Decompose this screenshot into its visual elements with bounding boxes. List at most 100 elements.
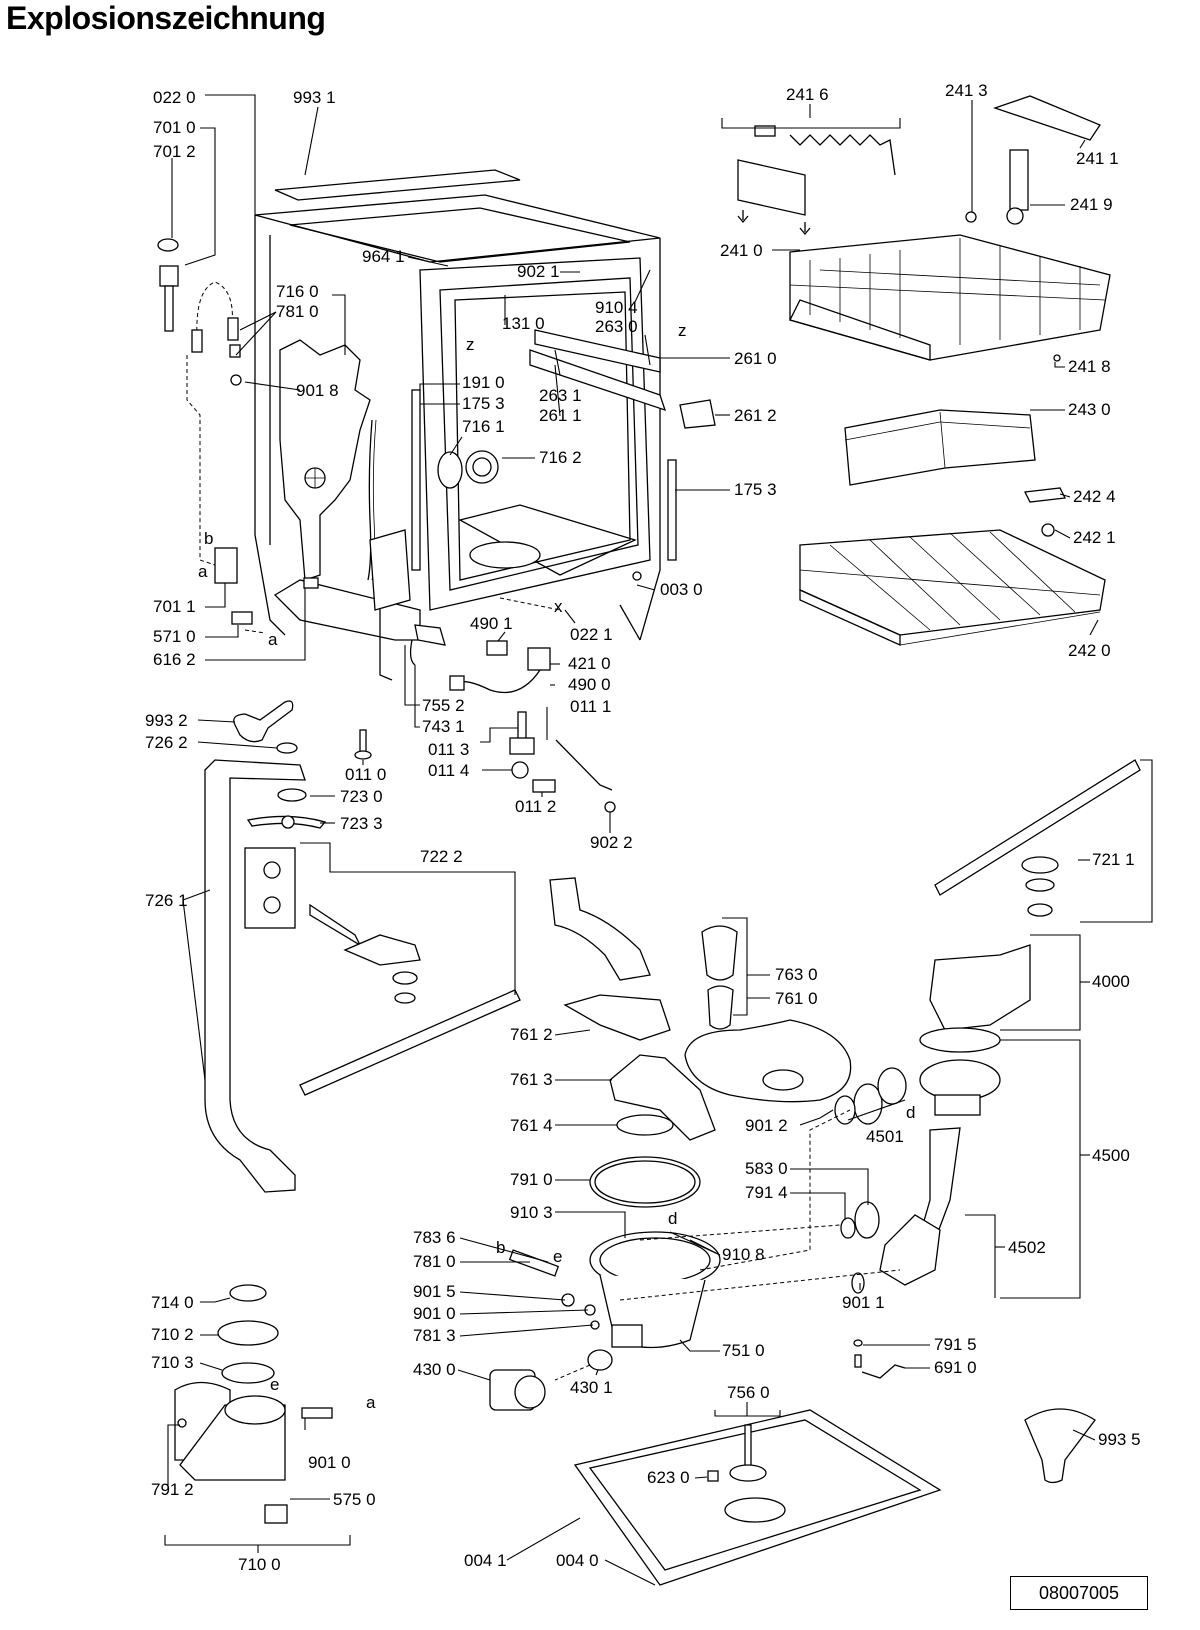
part-label: 4501 [866, 1127, 904, 1146]
part-label: 716 0 [276, 282, 319, 301]
marker-x: x [554, 597, 563, 616]
part-label: 751 0 [722, 1341, 765, 1360]
part-label: 490 1 [470, 614, 513, 633]
part-label: 583 0 [745, 1159, 788, 1178]
part-label: 763 0 [775, 965, 818, 984]
marker-z: z [466, 335, 475, 354]
part-label: 191 0 [462, 373, 505, 392]
part-label: 710 0 [238, 1555, 281, 1574]
pump-hoses [834, 1059, 1001, 1294]
part-label: 242 4 [1073, 487, 1116, 506]
part-label: 761 2 [510, 1025, 553, 1044]
part-labels: 022 0 993 1 701 0 701 2 964 1 902 1 910 … [145, 81, 1141, 1574]
spray-arm-supply-pipe [204, 742, 521, 1193]
part-label: 241 0 [720, 241, 763, 260]
part-label: 241 3 [945, 81, 988, 100]
marker-d: d [668, 1209, 677, 1228]
part-label: 243 0 [1068, 400, 1111, 419]
part-label: 901 0 [413, 1304, 456, 1323]
part-label: 783 6 [413, 1228, 456, 1247]
part-label: 723 0 [340, 787, 383, 806]
part-label: 722 2 [420, 847, 463, 866]
marker-a: a [198, 562, 208, 581]
part-label: 263 1 [539, 386, 582, 405]
part-label: 175 3 [462, 394, 505, 413]
part-label: 901 8 [296, 381, 339, 400]
part-label: 791 4 [745, 1183, 788, 1202]
water-softener [174, 1284, 333, 1524]
part-label: 910 3 [510, 1203, 553, 1222]
part-label: 993 1 [293, 88, 336, 107]
part-label: 902 1 [517, 262, 560, 281]
circulation-pump [919, 944, 1031, 1053]
part-label: 623 0 [647, 1468, 690, 1487]
upper-basket [789, 234, 1111, 361]
marker-d: d [906, 1103, 915, 1122]
part-label: 242 1 [1073, 528, 1116, 547]
part-label: 791 2 [151, 1480, 194, 1499]
marker-b: b [204, 529, 213, 548]
part-label: 901 5 [413, 1282, 456, 1301]
part-label: 910 4 [595, 298, 638, 317]
tub-frame [254, 194, 716, 681]
part-label: 011 0 [345, 765, 386, 784]
part-label: 011 2 [515, 797, 556, 816]
part-label: 490 0 [568, 675, 611, 694]
part-label: 756 0 [727, 1383, 770, 1402]
part-label: 701 1 [153, 597, 196, 616]
part-label: 022 0 [153, 88, 196, 107]
part-label: 011 4 [428, 761, 469, 780]
basket-wheel-clip [1024, 487, 1066, 503]
part-label: 701 2 [153, 142, 196, 161]
drawing-number: 08007005 [1010, 1576, 1148, 1610]
part-label: 003 0 [660, 580, 703, 599]
part-label: 726 2 [145, 733, 188, 752]
part-label: 261 0 [734, 349, 777, 368]
part-label: 430 0 [413, 1360, 456, 1379]
part-label: 993 5 [1098, 1430, 1141, 1449]
part-label: 421 0 [568, 654, 611, 673]
part-label: 761 0 [775, 989, 818, 1008]
basket-roller [1041, 523, 1055, 537]
base-plate [573, 1409, 942, 1586]
marker-b: b [496, 1238, 505, 1257]
sump-assembly [508, 1231, 721, 1371]
part-label: 011 1 [570, 697, 611, 716]
part-label: 710 2 [151, 1325, 194, 1344]
marker-a: a [268, 630, 278, 649]
part-label: 791 5 [934, 1335, 977, 1354]
marker-a: a [366, 1393, 376, 1412]
part-label: 716 1 [462, 417, 505, 436]
part-label: 964 1 [362, 247, 405, 266]
part-label: 791 0 [510, 1170, 553, 1189]
spray-arm-support [549, 877, 716, 1208]
lower-spray-arm [934, 759, 1141, 917]
part-label: 761 3 [510, 1070, 553, 1089]
part-label: 4500 [1092, 1146, 1130, 1165]
part-label: 714 0 [151, 1293, 194, 1312]
float-switch [853, 1339, 906, 1379]
part-label: 241 9 [1070, 195, 1113, 214]
part-label: 710 3 [151, 1353, 194, 1372]
part-label: 022 1 [570, 625, 613, 644]
part-label: 691 0 [934, 1358, 977, 1377]
leader-lines [164, 94, 1153, 1586]
part-label: 701 0 [153, 118, 196, 137]
part-label: 263 0 [595, 317, 638, 336]
wrench-tool [233, 700, 294, 743]
part-label: 261 2 [734, 406, 777, 425]
part-label: 175 3 [734, 480, 777, 499]
lower-tub-components [303, 577, 446, 666]
connection-lines [244, 597, 901, 1381]
filter-set [684, 925, 852, 1103]
supply-hose-assembly [157, 238, 253, 625]
part-label: 241 6 [786, 85, 829, 104]
part-label: 716 2 [539, 448, 582, 467]
leveling-feet [354, 711, 616, 813]
top-cover-strip [274, 169, 521, 201]
salt-funnel [1024, 1408, 1096, 1484]
part-label: 004 0 [556, 1551, 599, 1570]
part-label: 011 3 [428, 740, 469, 759]
part-label: 993 2 [145, 711, 188, 730]
